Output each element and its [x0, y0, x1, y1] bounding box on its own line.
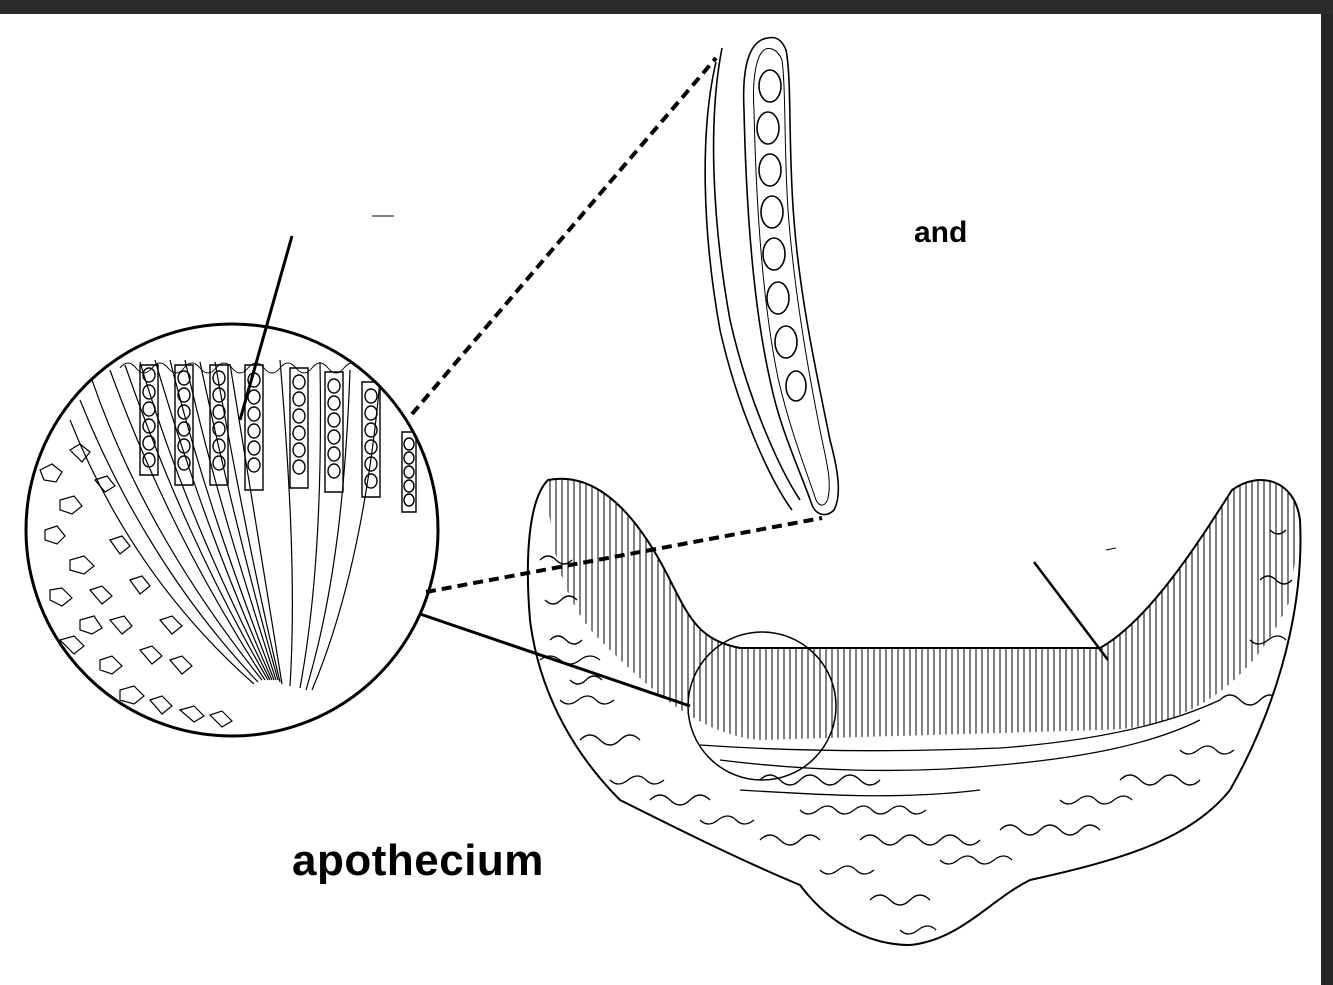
hymenium-layer [549, 478, 1300, 740]
top-frame-bar [0, 0, 1333, 14]
cup-body [526, 477, 1302, 947]
single-ascus [704, 36, 840, 516]
pointer-lines [238, 56, 1109, 708]
enlarged-hymenium-circle [24, 322, 440, 738]
apothecium-diagram [24, 36, 1302, 947]
small-mark [1105, 547, 1117, 551]
label-and: and [914, 216, 968, 249]
asci-detail [139, 364, 417, 513]
label-apothecium: apothecium [292, 836, 544, 885]
